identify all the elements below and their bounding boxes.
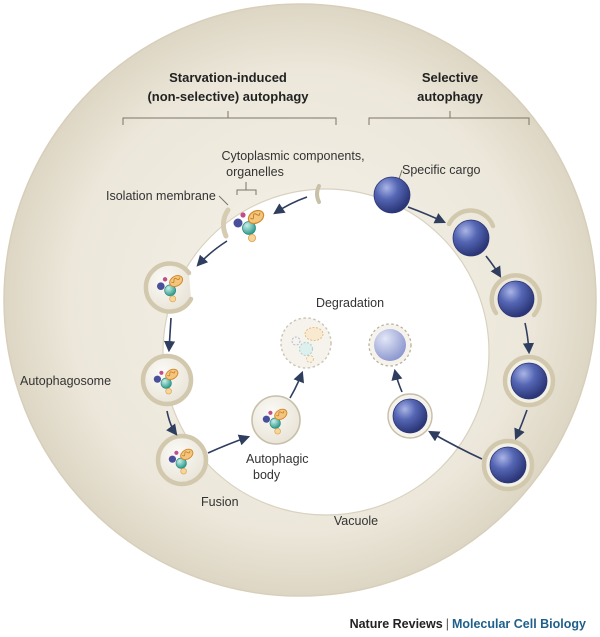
arrow-icon: [163, 317, 176, 353]
pathway-arrows: [163, 196, 535, 460]
arrow-icon: [289, 370, 305, 399]
arrow-icon: [207, 434, 251, 454]
credit-separator: |: [445, 617, 449, 631]
arrow-icon: [407, 206, 447, 224]
degrading-body: [280, 317, 332, 369]
journal-name: Nature Reviews: [349, 617, 443, 631]
cytoplasmic-cargo-cluster: [220, 208, 266, 242]
label-vacuole: Vacuole: [334, 514, 378, 528]
header-selective-line2: autophagy: [417, 89, 483, 104]
header-selective-line1: Selective: [422, 70, 478, 85]
arrow-icon: [196, 240, 228, 267]
cytoplasmic-bracket: [236, 182, 257, 195]
arrow-icon: [514, 409, 528, 441]
label-autophagosome: Autophagosome: [20, 374, 111, 388]
label-cytoplasmic-line1: Cytoplasmic components,: [221, 149, 364, 163]
header-starvation-line2: (non-selective) autophagy: [147, 89, 309, 104]
arrow-icon: [428, 430, 483, 460]
cvt-vesicle: [502, 354, 556, 408]
label-cytoplasmic-line2: organelles: [226, 165, 284, 179]
autophagosome: [140, 353, 194, 407]
header-starvation-line1: Starvation-induced: [169, 70, 287, 85]
cargo-sphere-icon: [373, 176, 411, 214]
journal-section: Molecular Cell Biology: [451, 617, 586, 631]
autophagic-body: [251, 395, 301, 445]
forming-autophagosome: [143, 261, 194, 314]
figure-credit: Nature Reviews|Molecular Cell Biology: [350, 617, 586, 631]
label-degradation: Degradation: [316, 296, 384, 310]
cargo-vesicle-forming: [489, 273, 542, 318]
bracket-selective: [368, 111, 530, 125]
isolation-membrane-leader: [218, 195, 229, 206]
label-isolation-membrane: Isolation membrane: [106, 189, 216, 203]
label-autophagic-body-line2: body: [253, 468, 281, 482]
label-fusion: Fusion: [201, 495, 239, 509]
arrow-icon: [166, 410, 178, 436]
bracket-starvation: [122, 111, 337, 125]
label-autophagic-body-line1: Autophagic: [246, 452, 309, 466]
arrow-icon: [522, 322, 535, 355]
cargo-in-isolation-membrane: [446, 208, 496, 257]
cargo-released: [368, 323, 412, 367]
isolation-membrane-fragment: [315, 184, 321, 204]
arrow-icon: [391, 368, 403, 393]
cvt-vesicle-fusing: [481, 438, 535, 492]
fusing-autophagosome: [155, 433, 209, 487]
label-specific-cargo: Specific cargo: [402, 163, 481, 177]
arrow-icon: [273, 196, 308, 215]
arrow-icon: [485, 255, 502, 278]
cvt-body: [387, 393, 433, 439]
